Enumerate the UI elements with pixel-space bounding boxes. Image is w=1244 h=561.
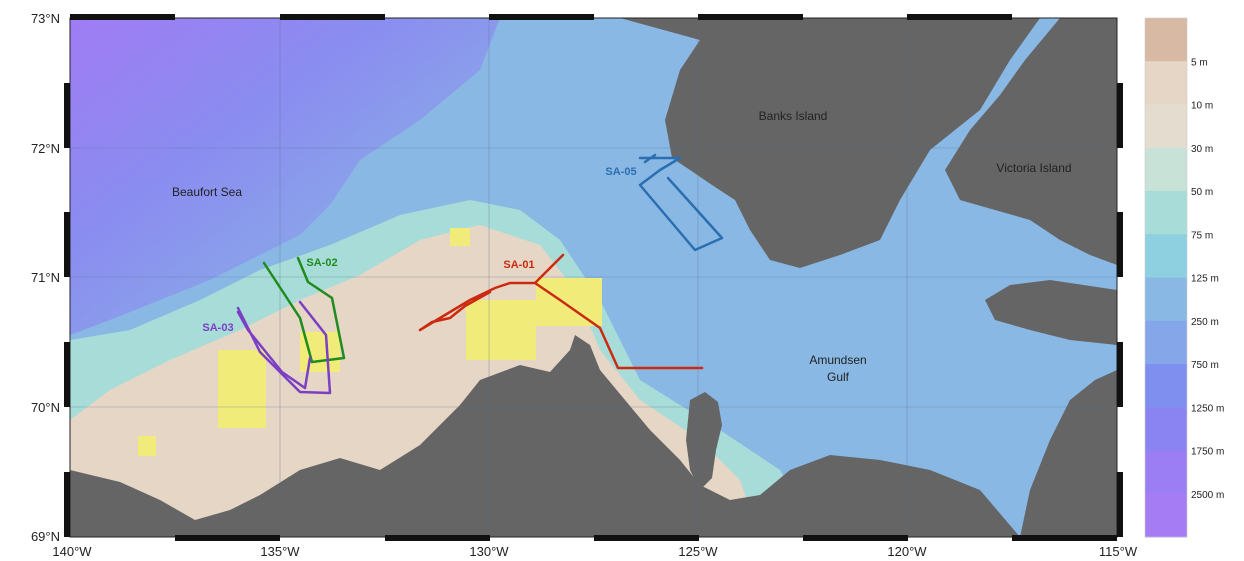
- lat-label: 70°N: [31, 400, 60, 415]
- legend-label: 2500 m: [1191, 490, 1224, 501]
- latitude-labels: 73°N 72°N 71°N 70°N 69°N: [31, 11, 60, 544]
- banks-island-label: Banks Island: [759, 109, 828, 123]
- victoria-southeast: [1020, 370, 1117, 537]
- legend-label: 125 m: [1191, 274, 1219, 285]
- transect-sa-01: [418, 253, 704, 370]
- lon-label: 135°W: [260, 544, 300, 559]
- deep-basin: [70, 18, 500, 335]
- lat-label: 69°N: [31, 529, 60, 544]
- victoria-south-lobe: [985, 280, 1117, 345]
- transect-sa-03: [236, 300, 332, 395]
- transect-labels: SA-01 SA-02 SA-03 SA-05: [202, 166, 636, 334]
- lon-label: 130°W: [469, 544, 509, 559]
- legend-label: 5 m: [1191, 57, 1208, 68]
- survey-blocks: [138, 228, 602, 456]
- legend-frame: [1144, 17, 1188, 538]
- place-names: Beaufort Sea Banks Island Victoria Islan…: [172, 109, 1072, 384]
- legend-label: 250 m: [1191, 317, 1219, 328]
- transect-sa-05: [638, 153, 724, 252]
- lon-label: 140°W: [52, 544, 92, 559]
- mainland: [70, 335, 1020, 537]
- graticule: [70, 18, 1117, 537]
- lat-label: 73°N: [31, 11, 60, 26]
- legend-swatch: [1145, 18, 1187, 62]
- longitude-labels: 140°W 135°W 130°W 125°W 120°W 115°W: [52, 544, 1137, 559]
- legend-label: 50 m: [1191, 187, 1213, 198]
- lon-label: 115°W: [1099, 544, 1138, 559]
- depth-legend: 5 m 10 m 30 m 50 m 75 m 125 m 250 m 750 m 1250 m…: [1144, 17, 1224, 538]
- legend-swatch: [1145, 61, 1187, 105]
- legend-swatch: [1145, 450, 1187, 495]
- legend-label: 30 m: [1191, 144, 1213, 155]
- transects: [236, 153, 724, 395]
- transect-label-sa-05: SA-05: [605, 166, 636, 178]
- lon-label: 125°W: [678, 544, 718, 559]
- lon-label: 120°W: [887, 544, 927, 559]
- lat-label: 71°N: [31, 270, 60, 285]
- transect-label-sa-01: SA-01: [503, 259, 534, 271]
- victoria-island-label: Victoria Island: [996, 161, 1071, 175]
- legend-swatch: [1145, 277, 1187, 322]
- legend-swatch: [1145, 493, 1187, 538]
- legend-label: 75 m: [1191, 230, 1213, 241]
- legend-label: 10 m: [1191, 101, 1213, 112]
- banks-island: [620, 18, 1040, 268]
- transect-label-sa-03: SA-03: [202, 322, 233, 334]
- beaufort-sea-label: Beaufort Sea: [172, 185, 242, 199]
- legend-swatch: [1145, 147, 1187, 192]
- amundsen-gulf-label: Amundsen: [809, 353, 866, 367]
- transect-label-sa-02: SA-02: [306, 257, 337, 269]
- legend-swatch: [1145, 407, 1187, 451]
- lat-label: 72°N: [31, 141, 60, 156]
- map-area: [70, 18, 1117, 537]
- transect-sa-02: [262, 256, 346, 364]
- parry-peninsula: [686, 392, 722, 490]
- legend-swatch: [1145, 191, 1187, 235]
- legend-swatch: [1145, 320, 1187, 365]
- amundsen-gulf-label: Gulf: [827, 370, 850, 384]
- border-ticks: [64, 14, 1123, 541]
- legend-swatch: [1145, 234, 1187, 278]
- legend-label: 1750 m: [1191, 447, 1224, 458]
- legend-swatch: [1145, 104, 1187, 149]
- legend-label: 750 m: [1191, 360, 1219, 371]
- victoria-island: [945, 18, 1117, 265]
- legend-label: 1250 m: [1191, 403, 1224, 414]
- legend-swatch: [1145, 364, 1187, 408]
